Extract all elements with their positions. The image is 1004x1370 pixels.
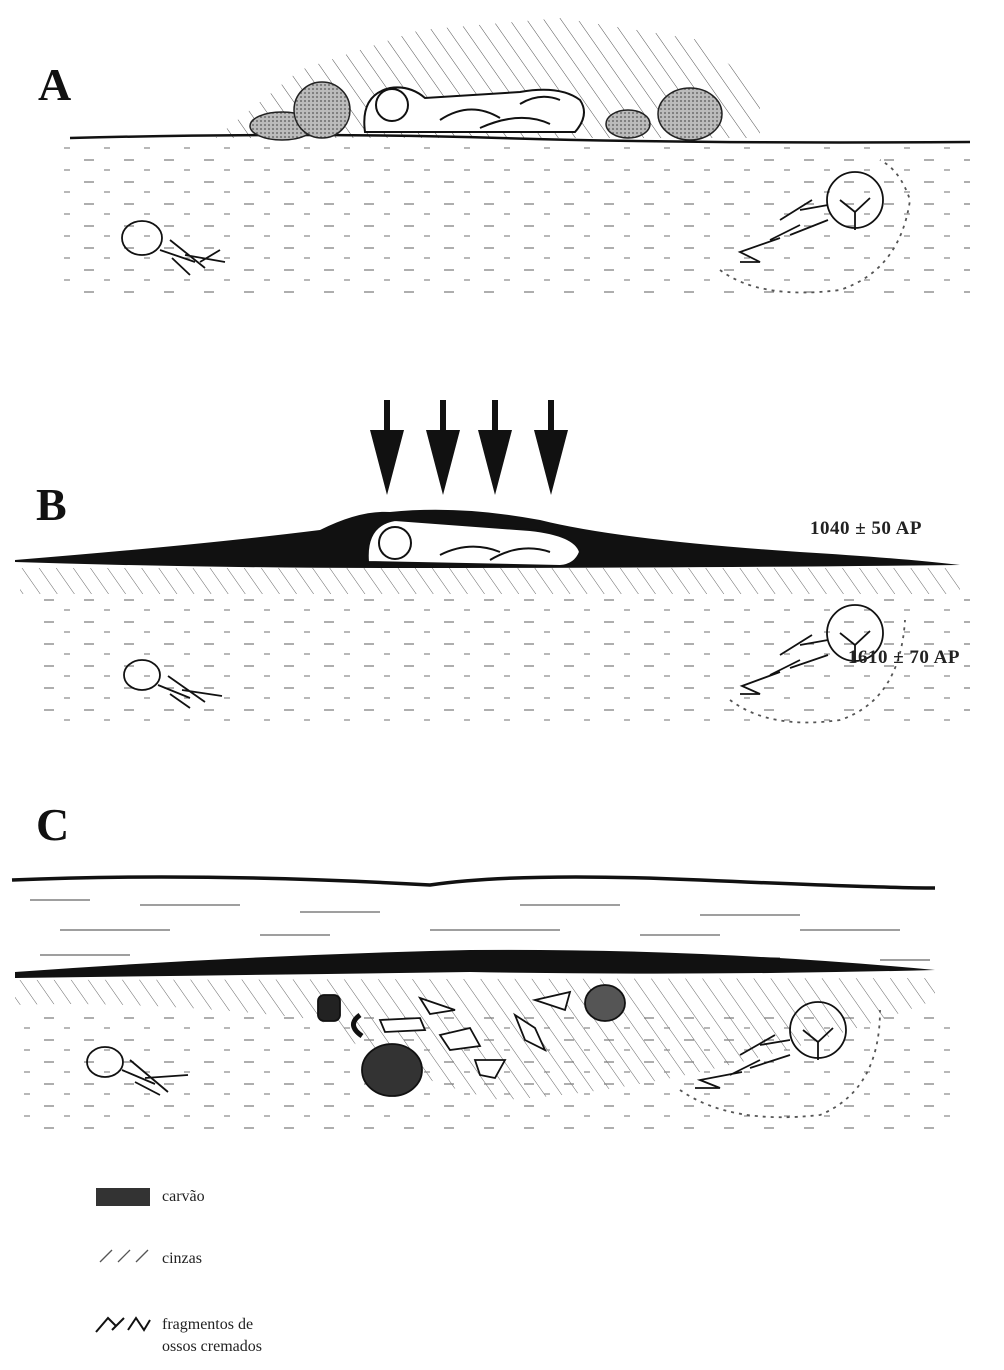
bone-fragments-icon (96, 1318, 150, 1332)
panel-label-b: B (36, 478, 67, 531)
stone (658, 88, 722, 140)
stone (294, 82, 350, 138)
legend-label-charcoal: carvão (162, 1186, 205, 1208)
sediment-top-line (12, 877, 935, 888)
legend-icons (96, 1188, 150, 1332)
panel-label-c: C (36, 798, 69, 851)
legend-label-bone-1: fragmentos de (162, 1314, 253, 1336)
flexed-body-a (364, 87, 584, 132)
arrow-down-icon (426, 400, 460, 495)
stone (606, 110, 650, 138)
panel-b (15, 400, 970, 726)
panel-c (12, 877, 960, 1130)
ash-hatch-icon (100, 1250, 148, 1262)
legend-label-ash: cinzas (162, 1248, 202, 1270)
arrows-pressure (370, 400, 568, 495)
charcoal-swatch-icon (96, 1188, 150, 1206)
panel-label-a: A (38, 58, 71, 111)
charcoal-layer-c (15, 950, 935, 978)
ash-hatch-b (20, 568, 960, 594)
date-label-lower: 1610 ± 70 AP (848, 647, 960, 669)
legend-label-bone-2: ossos cremados (162, 1336, 262, 1358)
arrow-down-icon (534, 400, 568, 495)
soil-texture-b (40, 596, 970, 726)
arrow-down-icon (370, 400, 404, 495)
date-label-upper: 1040 ± 50 AP (810, 518, 922, 540)
panel-a (60, 18, 970, 295)
arrow-down-icon (478, 400, 512, 495)
soil-texture-a (60, 145, 970, 295)
